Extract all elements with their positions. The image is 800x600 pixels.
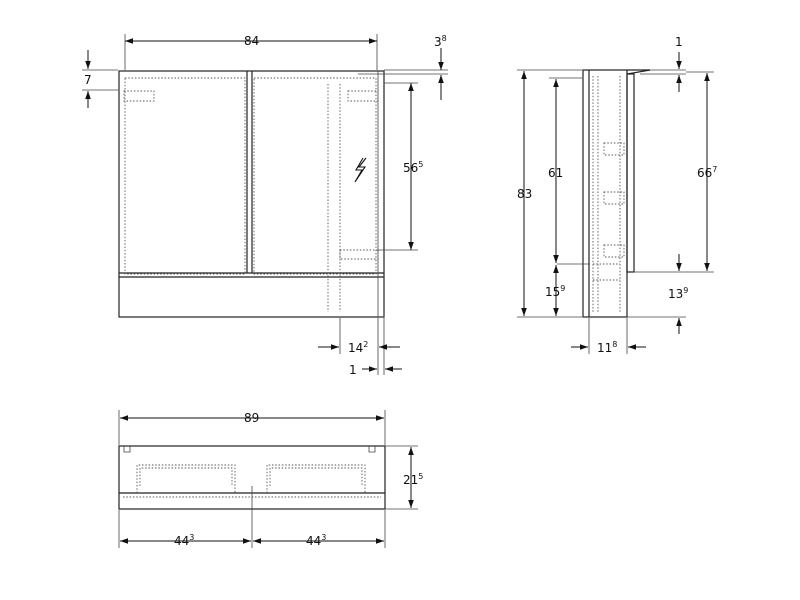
shelf-bracket-3 <box>603 244 625 258</box>
label-right-half: 443 <box>306 533 326 548</box>
light-left <box>123 90 155 102</box>
front-view: 84 38 7 565 142 1 <box>82 34 448 377</box>
tray-right <box>266 464 366 493</box>
side-door <box>626 73 635 273</box>
label-total-height: 83 <box>517 187 532 201</box>
label-width-84: 84 <box>244 34 259 48</box>
label-overall-width: 89 <box>244 411 259 425</box>
label-shelf-depth: 142 <box>348 340 368 355</box>
label-door-height-side: 667 <box>697 165 717 180</box>
label-top-depth: 215 <box>403 472 423 487</box>
label-inner-height: 61 <box>548 166 563 180</box>
label-lower-height: 159 <box>545 284 565 299</box>
label-left-half: 443 <box>174 533 194 548</box>
label-top-thickness: 1 <box>675 35 683 49</box>
top-view: 89 215 443 443 <box>118 410 423 548</box>
label-door-height: 565 <box>403 160 423 175</box>
label-edge: 1 <box>349 363 357 377</box>
shelf-bracket-2 <box>603 191 625 205</box>
side-view: 83 61 159 1 667 139 118 <box>517 35 717 355</box>
shelf-bracket-1 <box>603 142 625 156</box>
socket-box <box>339 249 379 260</box>
label-top-offset: 38 <box>434 34 447 49</box>
label-top-gap: 7 <box>84 73 92 87</box>
tray-left <box>136 464 236 493</box>
lightning-icon <box>354 157 367 183</box>
label-bottom-offset: 139 <box>668 286 688 301</box>
light-right <box>347 90 379 102</box>
label-side-depth: 118 <box>597 340 617 355</box>
